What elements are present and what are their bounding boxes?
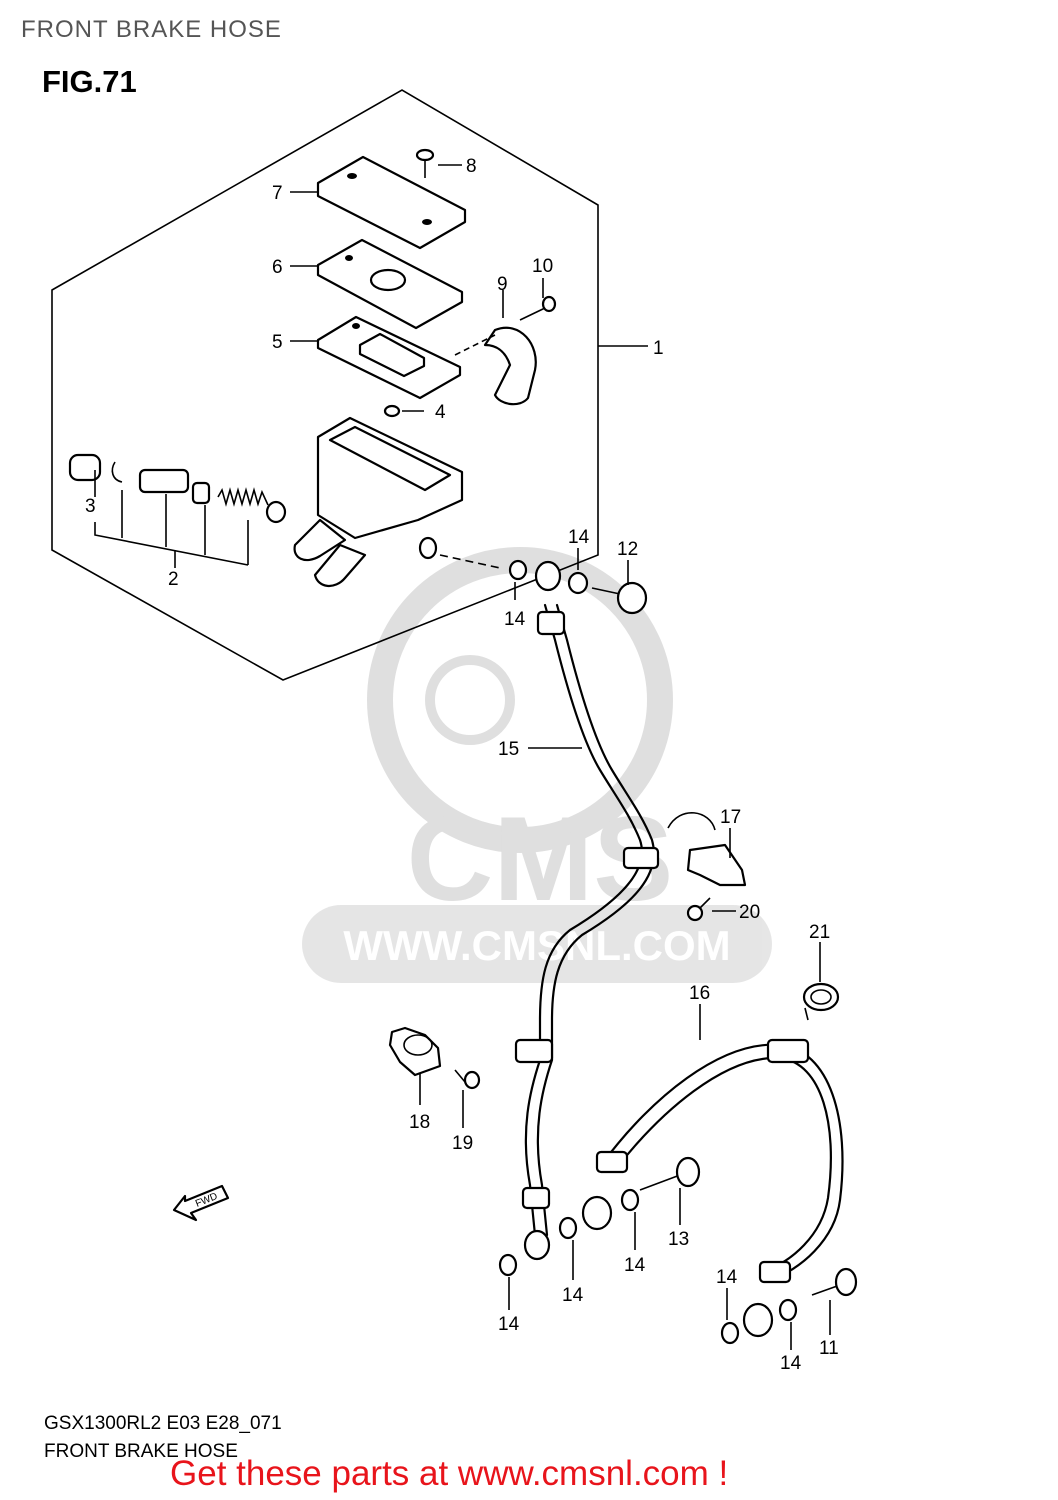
- callout-14-right-lower: 14: [780, 1353, 802, 1374]
- callout-7: 7: [272, 183, 283, 204]
- part-10-bolt: [519, 295, 557, 321]
- callout-21: 21: [809, 922, 830, 943]
- callout-6: 6: [272, 257, 283, 278]
- callout-9: 9: [497, 274, 508, 295]
- watermark-url-text: WWW.CMSNL.COM: [343, 922, 730, 969]
- callout-14-lower-mid: 14: [562, 1285, 584, 1306]
- callout-19: 19: [452, 1133, 473, 1154]
- callout-10: 10: [532, 256, 553, 277]
- callout-17: 17: [720, 807, 741, 828]
- leader-lines: [290, 164, 831, 1350]
- callout-14-bottom-left: 14: [498, 1314, 520, 1335]
- piston-kit-parts: [68, 453, 287, 524]
- callout-13: 13: [668, 1229, 689, 1250]
- callout-4: 4: [435, 402, 446, 423]
- washer-14-b: [558, 1216, 578, 1240]
- callout-14-top-left: 14: [504, 609, 526, 630]
- part-9-holder-clamp: [483, 326, 537, 406]
- promo-link-text[interactable]: Get these parts at www.cmsnl.com !: [170, 1454, 729, 1493]
- callout-14-top-right: 14: [568, 527, 590, 548]
- watermark-face: [425, 655, 515, 745]
- callout-18: 18: [409, 1112, 430, 1133]
- callout-11: 11: [819, 1338, 839, 1359]
- callout-15: 15: [498, 739, 519, 760]
- callout-14-right-upper: 14: [716, 1267, 738, 1288]
- callout-2: 2: [168, 569, 179, 590]
- callout-20: 20: [739, 902, 760, 923]
- model-code: GSX1300RL2 E03 E28_071: [44, 1413, 282, 1434]
- master-cylinder-assembly-outline: [51, 89, 599, 681]
- callout-12: 12: [617, 539, 638, 560]
- part-2-bracket-line: [94, 522, 249, 566]
- part-21-hose-clamp: [802, 982, 840, 1021]
- callout-16: 16: [689, 983, 710, 1004]
- forward-direction-arrow: FWD: [172, 1184, 230, 1222]
- callout-5: 5: [272, 332, 283, 353]
- part-5-diaphragm: [316, 315, 462, 400]
- part-8-screw: [415, 148, 435, 178]
- part-15-brake-hose: [514, 603, 660, 1261]
- part-4-washer: [383, 404, 401, 418]
- watermark-url-pill: [302, 905, 772, 983]
- part-9-guide-dash: [454, 334, 496, 356]
- washer-14-e: [778, 1298, 798, 1322]
- part-16-brake-hose: [581, 1038, 844, 1338]
- callout-14-mid: 14: [624, 1255, 646, 1276]
- part-6-diaphragm-plate: [316, 238, 464, 330]
- part-20-bolt: [686, 897, 711, 922]
- washer-14-d: [720, 1321, 740, 1345]
- watermark-ring: [367, 547, 673, 853]
- figure-number: FIG.71: [42, 64, 137, 99]
- part-11-bolt: [811, 1284, 841, 1296]
- callout-numbers: 8 7 6 5 4 9 10 1 3 2 14 12 14 15 17 20 2…: [85, 156, 839, 1374]
- page-header-title: FRONT BRAKE HOSE: [21, 16, 282, 43]
- part-7-reservoir-cap: [316, 155, 467, 250]
- washer-14-a: [498, 1253, 518, 1277]
- master-cylinder-body: [293, 416, 464, 587]
- callout-1: 1: [653, 338, 664, 359]
- part-19-bolt: [454, 1069, 481, 1090]
- part-13-bolt: [639, 1174, 681, 1191]
- part-18-hose-guide: [388, 1026, 442, 1077]
- upper-banjo-joint: [439, 554, 648, 615]
- washer-14-c: [620, 1188, 640, 1212]
- callout-3: 3: [85, 496, 96, 517]
- callout-8: 8: [466, 156, 477, 177]
- figure-caption: FRONT BRAKE HOSE: [44, 1441, 238, 1462]
